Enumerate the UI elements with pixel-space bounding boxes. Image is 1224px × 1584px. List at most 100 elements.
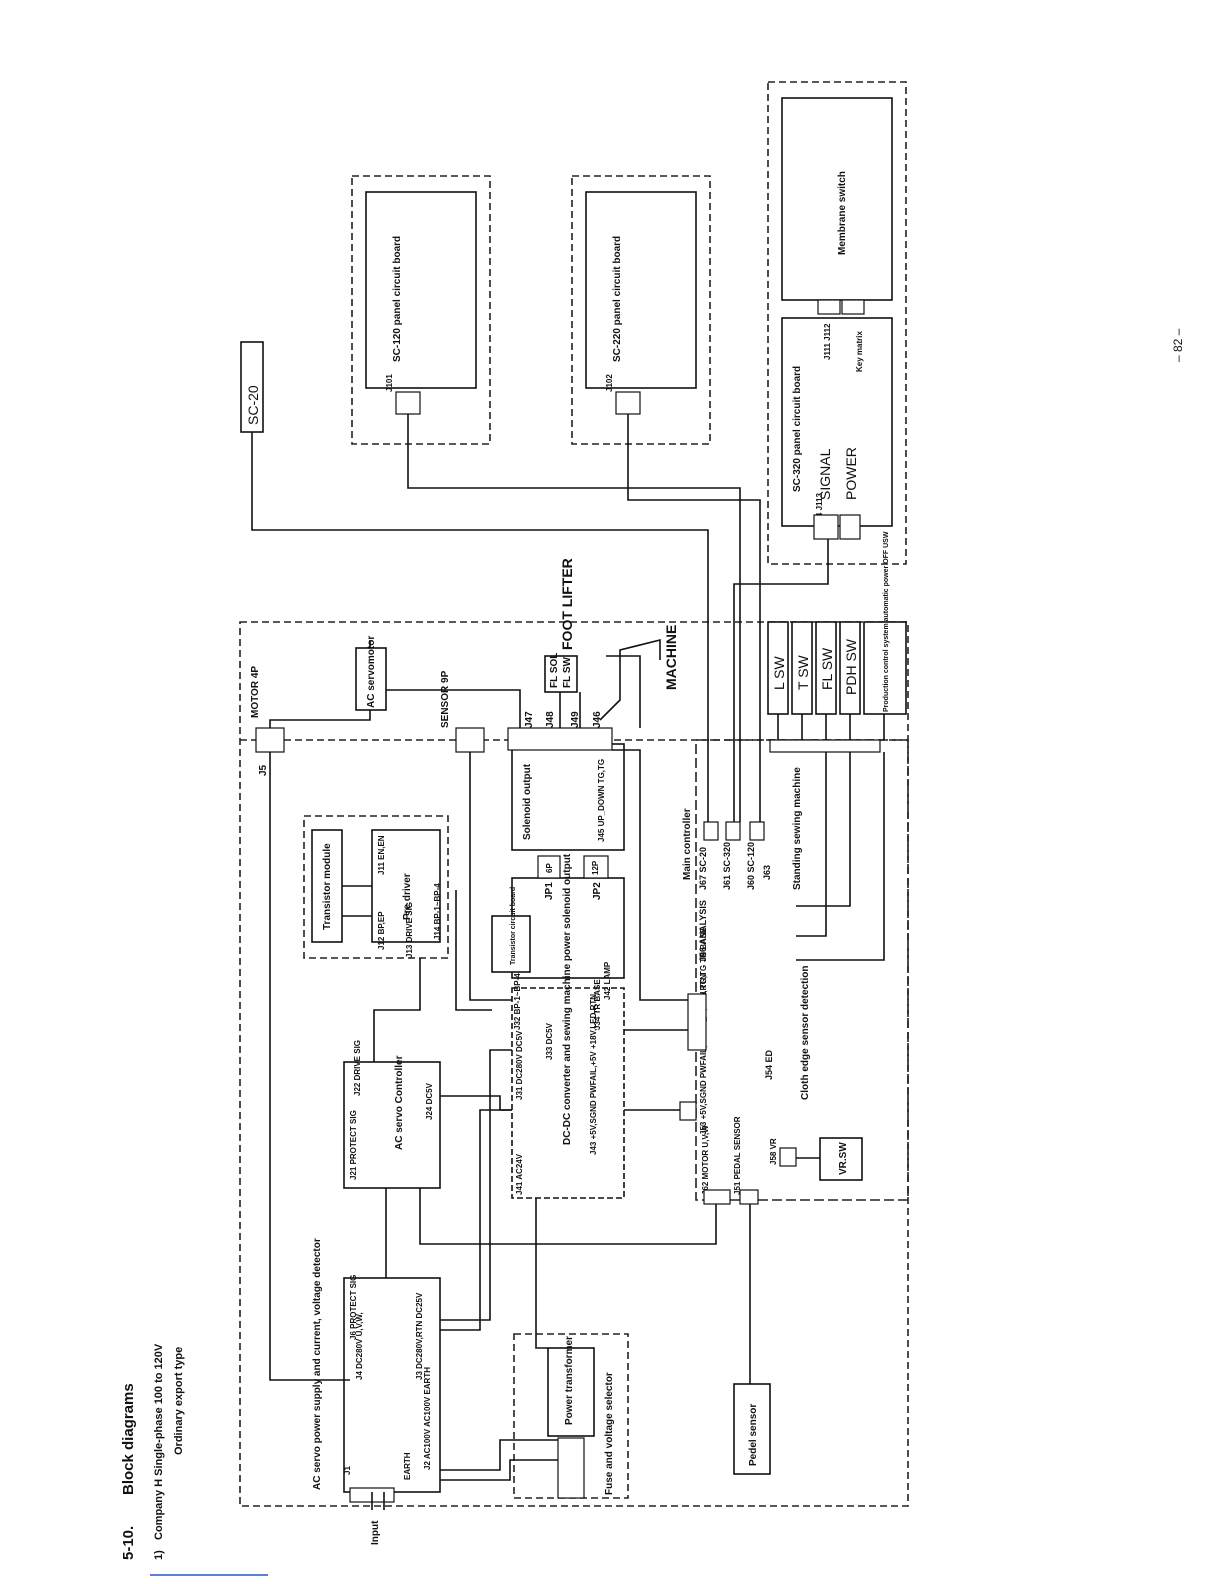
j53-label: J53 +5V,SGND PWFAIL,+5V +18V,LED,RTN [699,974,708,1135]
j21-label: J21 PROTECT SIG [349,1110,358,1180]
wire-ac100b [440,1459,558,1481]
solenoid-output-label: Solenoid output [522,763,533,840]
j101-connector [395,391,421,415]
sc220-board [585,191,697,389]
j34-label: J34 TR BASE [593,979,602,1030]
j61-label: J61 SC-320 [722,842,732,890]
pedal-sensor-label: Pedel sensor [748,1404,759,1466]
sc320-label: SC-320 panel circuit board [792,366,803,492]
earth-label: EARTH [403,1452,412,1480]
production-box [863,621,907,715]
machine-enclosure [239,621,909,1507]
fl-sw-label: FL SW [562,657,573,688]
j101-label: J101 [385,374,394,392]
j114-connector [839,514,861,540]
wire-sc320 [733,539,829,822]
servo-controller [343,1061,441,1189]
j5-label: J5 [258,764,269,776]
wire-motor-uvw [419,1188,717,1245]
section-title: Block diagrams [120,1383,137,1495]
j56-label: J56 ANALYSIS [698,900,708,962]
wire-dc280 [440,1049,512,1321]
cloth-edge-label: Cloth edge sensor detection [800,966,811,1100]
servomotor-label: AC servomotor [366,636,377,708]
sensor-9p-label: SENSOR 9P [440,670,451,728]
sc320-signal: SIGNAL [817,448,833,500]
fl-sol-label: FL SOL [549,653,560,688]
j22-label: J22 DRIVE SIG [353,1040,362,1096]
fuse-label: Fuse and voltage selector [604,1372,615,1495]
wire-sensor-top [386,689,521,728]
section-number: 5-10. [120,1526,137,1560]
6p-connector [537,855,561,879]
power-supply [343,1277,441,1493]
servo-controller-label: AC servo Controller [394,1055,405,1150]
l-sw-label: L SW [771,656,787,690]
j112-connector [841,299,865,315]
fuse-selector [557,1437,585,1499]
wire-drive-sig [373,958,421,1062]
sc220-label: SC-220 panel circuit board [612,236,623,362]
sensor-connector [455,727,485,753]
pre-driver-label: Pre driver [402,873,413,920]
j49-label: J49 [570,711,581,728]
j60-connector [749,821,765,841]
wire-sensor [469,752,512,1001]
sc320-conns-label: J114 J113 [815,493,824,530]
j48-label: J48 [545,711,556,728]
12p-label: 12P [591,860,600,875]
wire-ac24 [535,1198,548,1349]
j60-label: J60 SC-120 [746,842,756,890]
page-number: – 82 – [1171,328,1185,362]
j32-label: J32 BP-1~BP-4 [513,973,522,1030]
solenoid-connector-row [507,727,613,751]
12p-connector [583,855,609,879]
j102-connector [615,391,641,415]
vr-sw-label: VR.SW [838,1142,849,1175]
j111-connector [817,299,841,315]
6p-label: 6P [545,863,554,873]
sc320-board [781,317,893,527]
motor-4p-label: MOTOR 4P [250,666,261,718]
wire-dc5v [440,1095,512,1111]
j51-connector [739,1189,759,1205]
j102-label: J102 [605,374,614,392]
j58-label: J58 VR [769,1138,778,1165]
wire-dc25 [440,1109,512,1331]
input-label: Input [370,1520,381,1545]
key-conns-label: J111 J112 [823,323,832,360]
j113-connector [813,514,839,540]
j13-label: J13 DRIVE SIG [405,902,414,958]
wire-sc220 [627,414,761,822]
j12-label: J12 BP,EP [377,911,386,950]
standing-label: Standing sewing machine [792,767,803,890]
pre-driver [371,829,441,943]
sc320-enclosure [767,81,907,565]
j67-connector [703,821,719,841]
membrane-label: Membrane switch [837,171,848,255]
dcdc-converter [511,987,625,1199]
machine-label: MACHINE [663,625,679,690]
t-sw-label: T SW [795,654,811,690]
j62-connector [703,1189,731,1205]
vr-sw-box [819,1137,863,1181]
j62-label: J62 MOTOR U,V,W [701,1125,710,1195]
dcdc-label: DC-DC converter and sewing machine power… [562,853,573,1145]
transistor-circuit-board [491,915,531,973]
j54-label: J54 ED [764,1049,774,1080]
wire-input [371,1492,385,1510]
j42-label: J42 LAMP [603,961,612,1000]
j5-connector [255,727,285,753]
power-transformer [547,1347,595,1437]
pedal-sensor [733,1383,771,1475]
wire-sc20 [251,432,709,822]
key-matrix-label: Key matrix [855,331,864,372]
wire-switches [777,714,885,740]
j11-label: J11 EN,EN [377,835,386,875]
power-supply-label: AC servo power supply and current, volta… [312,1238,323,1490]
j2-label: J2 AC100V AC100V EARTH [423,1367,432,1470]
j47-label: J47 [524,711,535,728]
sc20-label: SC-20 [245,385,261,425]
j1-label: J1 [343,1466,352,1475]
